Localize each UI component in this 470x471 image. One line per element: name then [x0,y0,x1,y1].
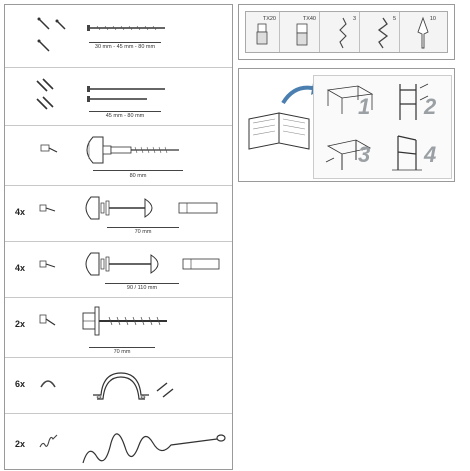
quantity-label: 6x [15,379,26,389]
manual-pages: 1 2 3 4 [313,75,452,179]
ground-spiral-anchor-drawing [82,433,226,464]
torx-bit-icon [296,23,308,46]
hardware-row-long-screws: 45 mm - 80 mm [5,67,232,126]
bolt-set-icon [39,260,56,268]
tool-tx40: TX40 [286,12,320,52]
step-1-illustration [326,85,374,114]
tool-label: TX40 [302,16,316,22]
spiral-icon [39,434,58,448]
drill-bit-icon [339,17,347,49]
dimension-label: 70 mm [113,349,131,355]
dimension-label: 45 mm - 80 mm [105,113,145,119]
step-number: 4 [424,142,437,167]
open-book-icon [248,83,321,150]
hardware-row-wood-screws: 30 mm - 45 mm - 80 mm [5,5,232,68]
drill-bit-icon [377,17,389,49]
clamp-icon [40,380,56,388]
tool-spade-10: 10 [406,12,439,52]
required-tools-panel: TX20 TX40 3 5 10 [238,4,455,60]
dimension-line [89,111,161,112]
hardware-row-connector-bolt-90-110: 4x 90 / 110 mm [5,241,232,298]
dimension-label: 90 / 110 mm [126,285,158,291]
small-screws-icon [37,17,66,52]
tool-label: 5 [392,16,396,22]
hardware-row-hex-lag-screw: 2x 70 mm [5,297,232,358]
dimension-label: 70 mm [134,229,152,235]
step-number: 3 [358,142,371,167]
hardware-row-pipe-clamp: 6x [5,357,232,414]
quantity-label: 4x [15,207,26,217]
tool-label: 3 [352,16,356,22]
step-4-illustration [392,135,422,171]
tool-label: 10 [429,16,436,22]
quantity-label: 2x [15,319,26,329]
wall-plug-screw-drawing [86,136,179,164]
step-number: 1 [358,94,371,119]
dimension-label: 30 mm - 45 mm - 80 mm [94,44,156,50]
tool-drill-5: 5 [366,12,400,52]
dimension-line [107,227,179,228]
hardware-row-wall-plug-screw: 80 mm [5,125,232,186]
tools-strip: TX20 TX40 3 5 10 [245,11,448,53]
hardware-list-panel: 30 mm - 45 mm - 80 mm 45 mm - 80 mm [4,4,233,470]
long-screw-icon [87,25,165,31]
screw-set-icon [36,78,54,110]
step-number: 2 [424,94,437,119]
bolt-set-icon [39,204,56,212]
hardware-row-connector-bolt-70: 4x 70 mm [5,185,232,242]
hex-lag-screw-drawing [82,306,167,336]
step-3-illustration [325,139,372,170]
quantity-label: 4x [15,263,26,273]
assembly-manual-panel: 1 2 3 4 [238,68,455,182]
dimension-line [93,170,183,171]
dimension-label: 80 mm [129,173,147,179]
dimension-line [105,283,179,284]
hardware-row-ground-spiral-anchor: 2x [5,413,232,471]
step-2-illustration [399,83,429,120]
tool-drill-3: 3 [326,12,360,52]
tool-label: TX20 [262,16,276,22]
spade-bit-icon [417,16,429,49]
torx-bit-icon [256,23,268,45]
pipe-clamp-drawing [93,372,174,400]
dimension-line [89,347,155,348]
tool-tx20: TX20 [246,12,280,52]
connector-bolt-long-drawing [85,252,220,276]
long-screws-pair-icon [87,86,165,102]
plug-screw-icon [40,144,58,153]
connector-bolt-drawing [85,196,218,220]
quantity-label: 2x [15,439,26,449]
lag-screw-icon [39,314,56,326]
dimension-line [89,42,161,43]
